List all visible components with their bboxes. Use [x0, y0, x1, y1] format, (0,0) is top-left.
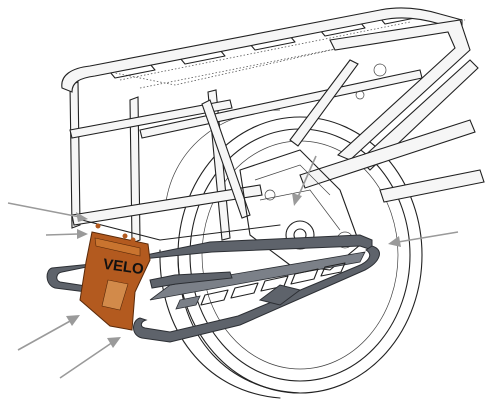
- orange-mount-plate: VELO: [79, 223, 151, 331]
- velo-logo: VELO: [102, 256, 145, 279]
- cargo-rack: [61, 7, 485, 244]
- callout-arrows: [7, 155, 459, 379]
- arrow-icon: [292, 155, 317, 206]
- arrow-icon: [59, 337, 121, 379]
- arrow-icon: [388, 231, 459, 247]
- footrest-runner: [46, 234, 380, 343]
- arrow-icon: [17, 315, 80, 351]
- arrow-icon: [7, 202, 88, 222]
- arrow-icon: [45, 229, 88, 239]
